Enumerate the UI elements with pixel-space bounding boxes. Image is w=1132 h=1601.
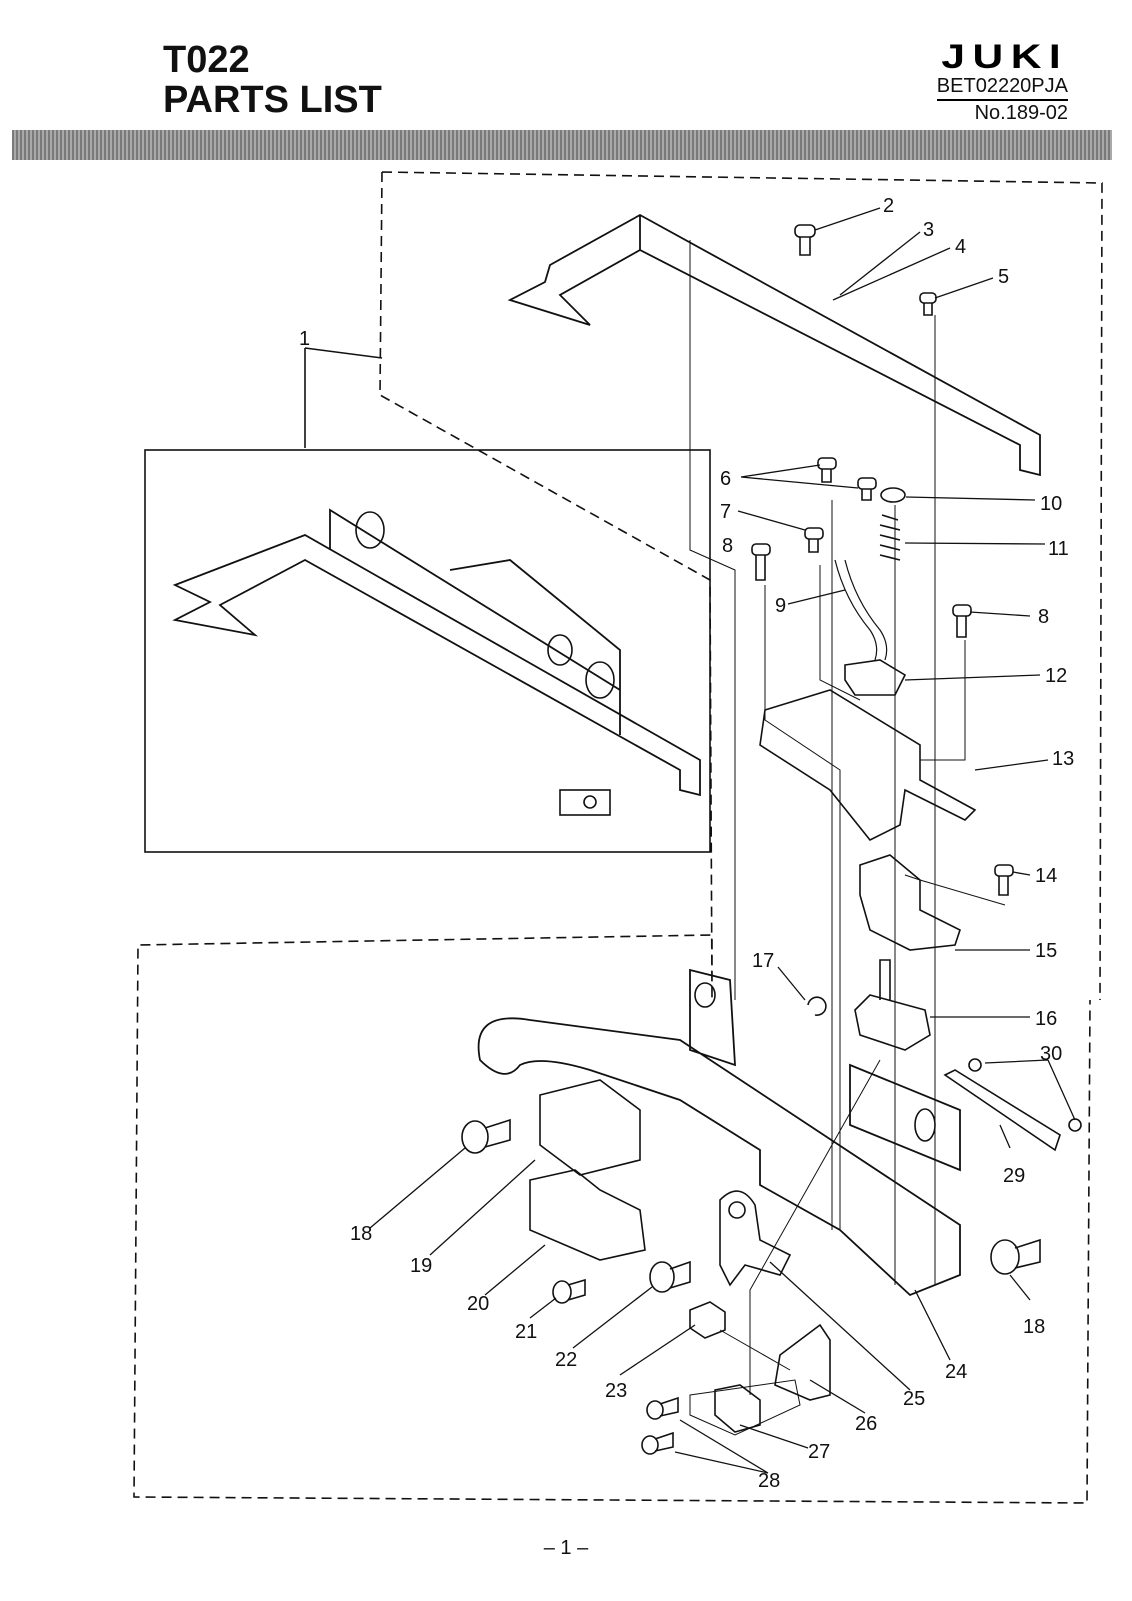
callout-14: 14 — [1035, 865, 1057, 887]
callout-7: 7 — [720, 501, 731, 523]
callout-3: 3 — [923, 219, 934, 241]
pin-bracket — [854, 959, 931, 1051]
lever-plate — [759, 689, 977, 842]
screw-22 — [649, 1260, 691, 1293]
title-line-2: PARTS LIST — [163, 79, 382, 121]
callout-8a: 8 — [722, 535, 733, 557]
page-title: T022 PARTS LIST — [163, 40, 382, 120]
callout-25: 25 — [903, 1388, 925, 1410]
screw-5 — [919, 292, 937, 316]
base-frame — [477, 968, 961, 1297]
screw-28a — [646, 1396, 679, 1420]
callout-23: 23 — [605, 1380, 627, 1402]
callout-5: 5 — [998, 266, 1009, 288]
callout-16: 16 — [1035, 1008, 1057, 1030]
assembled-unit — [172, 508, 701, 797]
callout-30: 30 — [1040, 1043, 1062, 1065]
callout-12: 12 — [1045, 665, 1067, 687]
callout-22: 22 — [555, 1349, 577, 1371]
screw-28b — [641, 1431, 674, 1455]
screw-8b — [952, 604, 972, 638]
callout-19: 19 — [410, 1255, 432, 1277]
callout-28: 28 — [758, 1470, 780, 1492]
block — [714, 1384, 761, 1433]
callout-6: 6 — [720, 468, 731, 490]
document-code: BET02220PJA — [936, 74, 1068, 101]
title-line-1: T022 — [163, 39, 250, 81]
screw-2 — [794, 224, 816, 256]
callout-1: 1 — [299, 328, 310, 350]
cord — [834, 559, 888, 661]
assembled-view-frame — [144, 449, 711, 853]
brand-block: JUKI BET02220PJA No.189-02 — [936, 40, 1068, 125]
spring — [879, 514, 901, 561]
callout-29: 29 — [1003, 1165, 1025, 1187]
callout-10: 10 — [1040, 493, 1062, 515]
screw-7 — [804, 527, 824, 553]
callout-labels: 1 2 3 4 5 6 7 8 8 9 10 11 12 13 14 15 16… — [299, 195, 1074, 1492]
callout-20: 20 — [467, 1293, 489, 1315]
top-cover-plate — [507, 213, 1041, 477]
document-number: No.189-02 — [974, 102, 1068, 124]
screw-18b — [990, 1238, 1041, 1275]
sponge-pad — [539, 1079, 641, 1176]
screw-6b — [857, 477, 877, 501]
screw-6a — [817, 457, 837, 483]
callout-2: 2 — [883, 195, 894, 217]
juki-logo: JUKI — [941, 38, 1068, 76]
page-number: – 1 – — [543, 1537, 589, 1559]
callout-17: 17 — [752, 950, 774, 972]
callout-18b: 18 — [1023, 1316, 1045, 1338]
callout-18a: 18 — [350, 1223, 372, 1245]
screw-18a — [461, 1118, 511, 1154]
bracket — [859, 854, 961, 951]
screw-14 — [994, 864, 1014, 896]
spring-lever — [844, 659, 907, 696]
callout-15: 15 — [1035, 940, 1057, 962]
screw-21 — [552, 1278, 586, 1304]
e-ring — [807, 996, 827, 1016]
sponge-holder — [529, 1169, 646, 1261]
header-band — [12, 130, 1112, 160]
callout-8b: 8 — [1038, 606, 1049, 628]
callout-4: 4 — [955, 236, 966, 258]
callout-27: 27 — [808, 1441, 830, 1463]
hook-bracket — [774, 1323, 831, 1401]
screw-8a — [751, 543, 771, 581]
callout-21: 21 — [515, 1321, 537, 1343]
callout-9: 9 — [775, 595, 786, 617]
callout-11: 11 — [1048, 538, 1069, 560]
upper-group-boundary — [133, 171, 1103, 1504]
callout-24: 24 — [945, 1361, 967, 1383]
callout-26: 26 — [855, 1413, 877, 1435]
callout-13: 13 — [1052, 748, 1074, 770]
pivot-arm — [719, 1190, 792, 1287]
link-plate — [943, 1069, 1061, 1152]
nut — [689, 1301, 726, 1339]
washer — [880, 487, 906, 503]
